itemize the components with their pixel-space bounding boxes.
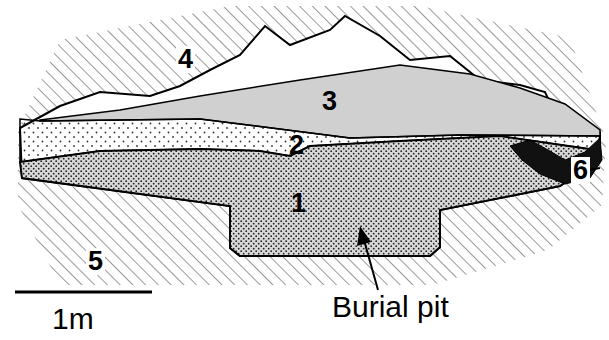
layer-1 [20,136,600,256]
layer-6 [510,138,602,184]
scale-bar [15,291,152,294]
arrow-head [357,226,371,246]
layer-4 [20,16,600,256]
callout-number: 3 [322,88,337,115]
scale-label: 1m [52,304,94,334]
callout-number: 6 [571,157,590,184]
pointer-arrow [364,240,378,290]
callout-number: 1 [291,190,306,217]
burial-pit-label: Burial pit [332,292,449,322]
ground-hatch [18,6,606,285]
callout-number: 5 [86,248,105,275]
callout-number: 4 [176,46,195,73]
callout-number: 2 [289,132,304,159]
